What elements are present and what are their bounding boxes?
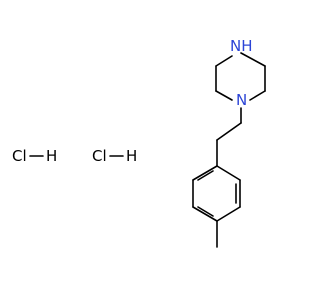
- tolyl-ring: [192, 165, 241, 222]
- chlorine-label: Cl: [92, 147, 107, 165]
- bond: [216, 165, 241, 181]
- bond: [215, 90, 233, 101]
- bond: [192, 165, 218, 181]
- n-ring-label: N: [236, 91, 247, 109]
- bond: [249, 90, 266, 101]
- hydrogen-label: H: [46, 147, 57, 165]
- structure-canvas: NH N Cl H: [12, 37, 266, 248]
- bond: [240, 52, 266, 67]
- nh-label: NH: [230, 37, 253, 55]
- hydrogen-label: H: [126, 147, 137, 165]
- piperazine-ring: [215, 52, 266, 101]
- atom-label-h: H: [241, 37, 252, 55]
- hcl-salt-1: Cl H: [12, 147, 57, 165]
- bond: [192, 206, 218, 222]
- bond: [216, 122, 242, 141]
- bond: [216, 206, 241, 222]
- chlorine-label: Cl: [12, 147, 27, 165]
- molecule-diagram: NH N Cl H: [12, 37, 266, 248]
- double-bond: [197, 206, 214, 217]
- ethyl-chain: [216, 107, 242, 167]
- bond: [215, 55, 233, 67]
- double-bond: [197, 170, 214, 181]
- atom-label-n: N: [230, 37, 241, 55]
- hcl-salt-2: Cl H: [92, 147, 137, 165]
